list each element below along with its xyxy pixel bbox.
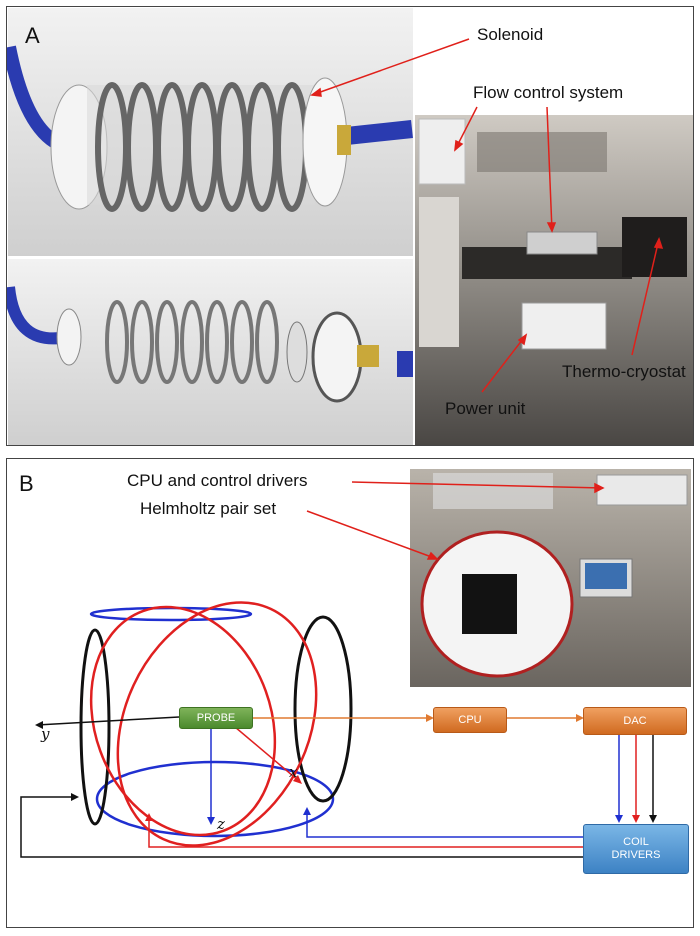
exploded-cap-right — [311, 311, 363, 403]
connectors — [20, 714, 657, 858]
coil-blue-bottom — [95, 760, 335, 838]
rack-shape — [433, 473, 553, 509]
laptop-screen — [585, 563, 627, 589]
coil-black-left — [79, 628, 111, 826]
exploded-disc — [286, 321, 308, 383]
coil-black-right — [293, 615, 353, 803]
label-power-unit: Power unit — [445, 399, 526, 418]
monitor-shape — [418, 118, 466, 185]
label-thermo-cryostat: Thermo-cryostat — [562, 362, 686, 381]
coil-drivers-node: COIL DRIVERS — [583, 824, 689, 874]
panel-a: A Solenoid Flow control system Thermo-cr… — [6, 6, 694, 446]
label-helmholtz-pair-set: Helmholtz pair set — [140, 499, 277, 518]
shelf-shape — [477, 132, 607, 172]
panel-a-letter: A — [25, 23, 40, 48]
brass-fitting — [337, 125, 351, 155]
panel-a-illustration — [7, 8, 693, 445]
panel-b-letter: B — [19, 471, 34, 496]
label-solenoid: Solenoid — [477, 25, 544, 44]
exploded-cap-left — [56, 308, 82, 366]
probe-node: PROBE — [179, 707, 253, 729]
solenoid-coils — [95, 82, 309, 212]
cpu-drivers-box — [596, 474, 688, 506]
exploded-coils — [105, 300, 279, 384]
panel-b: B CPU and control drivers Helmholtz pair… — [6, 458, 694, 928]
dac-node: DAC — [583, 707, 687, 735]
solenoid-photo — [526, 231, 598, 255]
axis-y-label: y — [41, 725, 50, 743]
panel-b-pointers — [306, 481, 605, 560]
axis-z-label: z — [217, 815, 225, 833]
coil-drivers-line1: COIL — [623, 836, 649, 848]
coil-red-right — [116, 601, 318, 847]
label-cpu-control-drivers: CPU and control drivers — [127, 471, 308, 490]
cpu-node: CPU — [433, 707, 507, 733]
coil-drivers-line2: DRIVERS — [611, 849, 661, 861]
exploded-tube-stub — [397, 351, 413, 377]
cube-window — [462, 574, 517, 634]
panel-b-diagram — [20, 469, 691, 858]
axis-arrows — [35, 716, 302, 825]
panel-a-pointers — [310, 38, 664, 393]
axis-x-label: x — [289, 763, 298, 781]
coil-blue-top — [89, 606, 253, 622]
coil-red-left — [89, 605, 277, 837]
power-unit-shape — [521, 302, 607, 350]
label-flow-control-system: Flow control system — [473, 83, 624, 102]
exploded-brass-fitting — [357, 345, 379, 367]
cabinet-shape — [419, 197, 459, 347]
